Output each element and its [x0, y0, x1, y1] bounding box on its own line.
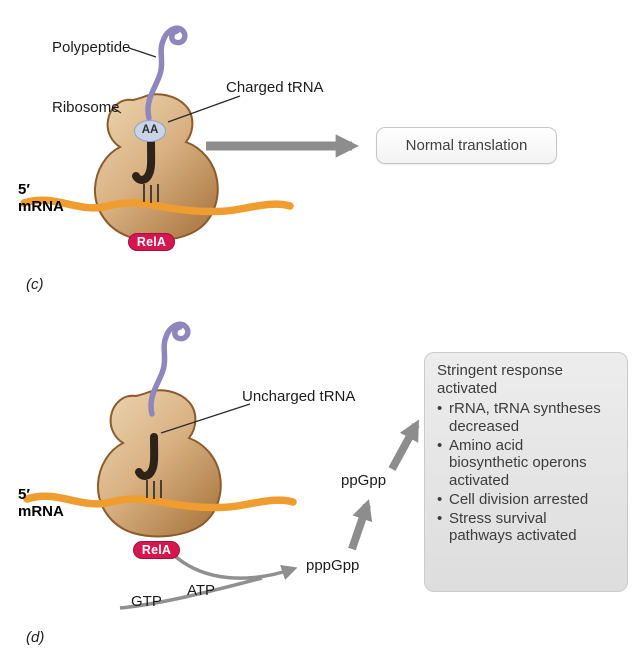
mrna-word-d: mRNA	[18, 502, 64, 520]
normal-translation-box: Normal translation	[376, 127, 557, 164]
five-prime-label-d: 5′	[18, 486, 30, 503]
uncharged-trna-label: Uncharged tRNA	[242, 388, 356, 405]
polypeptide-label: Polypeptide	[52, 39, 131, 56]
ppgpp-label: ppGpp	[341, 472, 387, 489]
panel-c-tag: (c)	[26, 276, 44, 293]
panel-c-art	[24, 28, 360, 240]
atp-label: ATP	[187, 582, 216, 599]
rela-badge-c: RelA	[128, 233, 175, 251]
gtp-label: GTP	[131, 593, 162, 610]
rela-synthesis-arc	[174, 555, 298, 580]
panel-d-art	[27, 324, 293, 536]
pppgpp-to-ppgpp-arrow	[348, 499, 373, 551]
pointer-line-uncharged-trna	[160, 403, 251, 434]
mrna-label-c: 5′ mRNA	[18, 181, 64, 216]
stringent-bullet: Stress survival pathways activated	[437, 510, 601, 545]
stringent-box-bullet-list: rRNA, tRNA syntheses decreased Amino aci…	[437, 400, 619, 545]
stringent-box-title: Stringent response activated	[437, 362, 563, 397]
aa-label: AA	[141, 124, 159, 136]
panel-d-tag: (d)	[26, 629, 45, 646]
stringent-bullet: Amino acid biosynthetic operons activate…	[437, 437, 601, 490]
mrna-label-d: 5′ mRNA	[18, 486, 64, 521]
stringent-bullet: Cell division arrested	[437, 491, 601, 509]
pointer-lines-c	[112, 47, 241, 123]
rela-badge-d: RelA	[133, 541, 180, 559]
stringent-response-box: Stringent response activated rRNA, tRNA …	[424, 352, 628, 592]
mrna-word-c: mRNA	[18, 197, 64, 215]
ppgpp-to-box-arrow	[388, 419, 420, 471]
charged-trna-label: Charged tRNA	[226, 79, 324, 96]
ribosome-label: Ribosome	[52, 99, 120, 116]
gtp-atp-arc	[119, 576, 263, 610]
stringent-bullet: rRNA, tRNA syntheses decreased	[437, 400, 601, 435]
pppgpp-label: pppGpp	[306, 557, 360, 574]
five-prime-label-c: 5′	[18, 181, 30, 198]
charged-aa-oval	[134, 120, 166, 142]
